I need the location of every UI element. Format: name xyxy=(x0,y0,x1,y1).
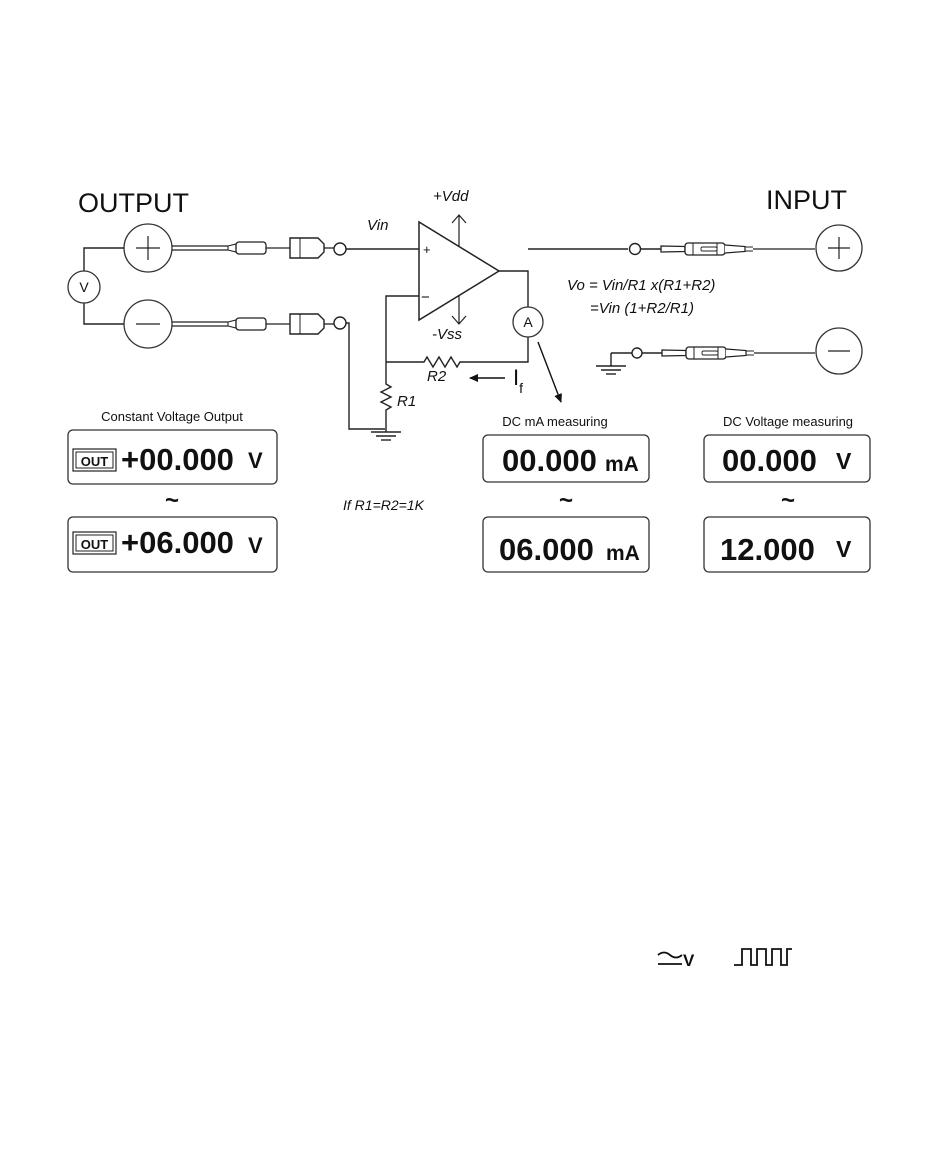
current-to-value: 06.000 xyxy=(499,532,594,567)
inverting-wire xyxy=(386,296,419,380)
out-badge: OUT xyxy=(81,454,109,469)
output-from-value: +00.000 xyxy=(121,442,234,477)
vss-label: -Vss xyxy=(432,326,463,343)
pulse-wave-icon xyxy=(734,949,792,965)
output-display-from: OUT +00.000 V xyxy=(68,430,277,484)
input-ground-icon xyxy=(596,353,626,374)
return-wire xyxy=(346,323,385,429)
input-plus-terminal-icon xyxy=(816,225,862,271)
test-probe-icon xyxy=(172,314,346,334)
out-badge: OUT xyxy=(81,537,109,552)
ac-voltage-icon: V xyxy=(658,951,695,970)
test-probe-icon xyxy=(172,238,346,258)
current-tilde: ~ xyxy=(559,487,573,514)
output-display-to: OUT +06.000 V xyxy=(68,517,277,572)
voltage-display-to: 12.000 V xyxy=(704,517,870,572)
formula-line-2: =Vin (1+R2/R1) xyxy=(590,300,694,317)
output-minus-terminal-icon xyxy=(124,300,172,348)
vin-label: Vin xyxy=(367,217,388,234)
ground-icon xyxy=(371,432,401,440)
voltage-to-value: 12.000 xyxy=(720,532,815,567)
voltage-from-unit: V xyxy=(836,448,852,474)
if-label: If xyxy=(513,365,523,396)
voltmeter: V xyxy=(68,271,100,303)
current-from-value: 00.000 xyxy=(502,443,597,478)
output-to-unit: V xyxy=(248,533,263,558)
r2-label: R2 xyxy=(427,368,447,385)
voltage-display-from: 00.000 V xyxy=(704,435,870,482)
voltmeter-symbol: V xyxy=(79,279,89,295)
opamp-minus-symbol: − xyxy=(421,289,430,306)
voltage-from-value: 00.000 xyxy=(722,443,817,478)
current-to-unit: mA xyxy=(606,542,640,565)
current-display-from: 00.000 mA xyxy=(483,435,649,482)
ammeter-symbol: A xyxy=(523,314,533,330)
vdd-label: +Vdd xyxy=(433,188,469,205)
output-plus-terminal-icon xyxy=(124,224,172,272)
current-display-to: 06.000 mA xyxy=(483,517,649,572)
output-from-unit: V xyxy=(248,448,263,473)
input-minus-terminal-icon xyxy=(816,328,862,374)
condition-note: If R1=R2=1K xyxy=(343,497,425,513)
formula-line-1: Vo = Vin/R1 x(R1+R2) xyxy=(567,277,715,294)
output-wire xyxy=(499,271,528,307)
current-display-caption: DC mA measuring xyxy=(502,414,607,429)
output-title: OUTPUT xyxy=(78,188,189,218)
ammeter-pointer-arrow xyxy=(538,342,561,402)
ac-voltage-label: V xyxy=(683,951,695,970)
output-display-caption: Constant Voltage Output xyxy=(101,409,243,424)
voltage-display-caption: DC Voltage measuring xyxy=(723,414,853,429)
current-from-unit: mA xyxy=(605,453,639,476)
r1-label: R1 xyxy=(397,393,416,410)
input-title: INPUT xyxy=(766,185,847,215)
ammeter: A xyxy=(513,307,543,337)
output-to-value: +06.000 xyxy=(121,525,234,560)
output-tilde: ~ xyxy=(165,487,179,514)
voltage-tilde: ~ xyxy=(781,487,795,514)
r1-resistor xyxy=(381,380,391,432)
opamp-plus-symbol: + xyxy=(423,242,431,257)
voltage-to-unit: V xyxy=(836,536,852,562)
